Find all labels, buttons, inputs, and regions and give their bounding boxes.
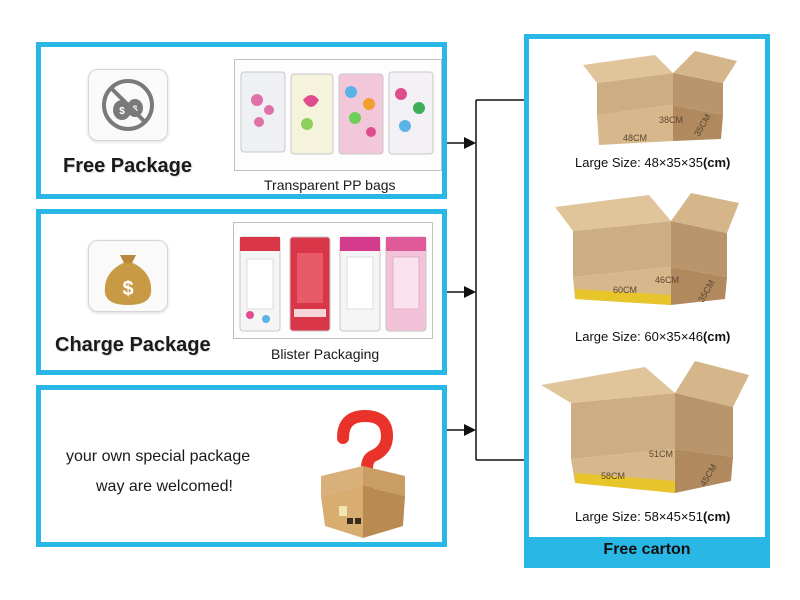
carton-1-dim-b: 48CM — [623, 133, 647, 143]
pp-bags-caption: Transparent PP bags — [264, 177, 396, 193]
blister-packaging-image — [239, 236, 427, 332]
carton-3-dim-a: 51CM — [649, 449, 673, 459]
svg-text:$: $ — [122, 278, 133, 300]
pp-bags-image — [240, 71, 434, 155]
no-money-bag-tile: $ $ — [88, 69, 168, 141]
money-bag-tile: $ — [88, 240, 168, 312]
carton-1-size: Large Size: 48×35×35(cm) — [575, 155, 731, 170]
special-package-panel: your own special package way are welcome… — [36, 385, 447, 547]
carton-2-size: Large Size: 60×35×46(cm) — [575, 329, 731, 344]
carton-2-dim-b: 60CM — [613, 285, 637, 295]
carton-1-dim-a: 38CM — [659, 115, 683, 125]
carton-box-3: 51CM 58CM 45CM — [541, 361, 749, 493]
carton-3-dim-b: 58CM — [601, 471, 625, 481]
charge-package-title: Charge Package — [55, 334, 211, 356]
free-carton-panel: 38CM 48CM 35CM Large Size: 48×35×35(cm) … — [524, 34, 770, 568]
carton-3-size: Large Size: 58×45×51(cm) — [575, 509, 731, 524]
charge-package-panel: $ Charge Package Blister Packaging — [36, 209, 447, 375]
no-money-bag-icon: $ $ — [102, 79, 154, 131]
svg-text:$: $ — [119, 106, 125, 117]
question-box-icon — [321, 409, 405, 538]
svg-text:$: $ — [132, 104, 137, 114]
carton-box-2: 46CM 60CM 35CM — [555, 193, 739, 305]
carton-box-1: 38CM 48CM 35CM — [583, 51, 737, 145]
free-carton-footer: Free carton — [529, 537, 765, 563]
pp-bags-photo — [234, 59, 442, 171]
free-package-panel: $ $ Free Package Transparent PP bags — [36, 42, 447, 199]
money-bag-icon: $ — [104, 255, 152, 305]
blister-packaging-caption: Blister Packaging — [271, 346, 380, 362]
special-package-line2: way are welcomed! — [96, 478, 233, 495]
blister-packaging-photo — [233, 222, 433, 339]
carton-2-dim-a: 46CM — [655, 275, 679, 285]
special-package-line1: your own special package — [66, 448, 251, 465]
free-package-title: Free Package — [63, 155, 192, 177]
